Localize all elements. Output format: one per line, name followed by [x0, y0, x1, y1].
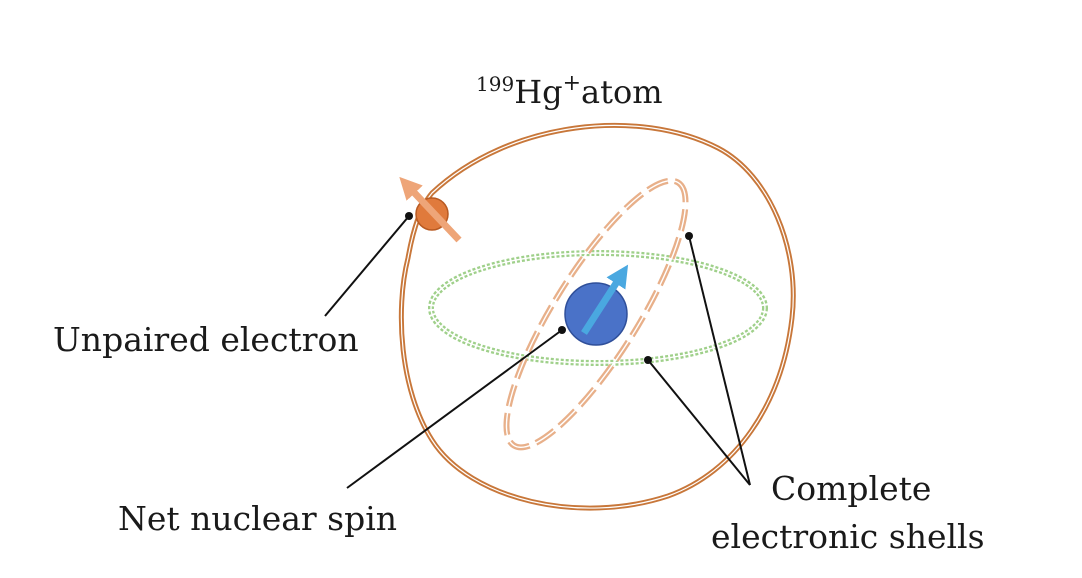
leader-shell-green: [647, 359, 751, 486]
atom-boundary: [398, 122, 796, 511]
nuclear-spin-arrow: [581, 264, 629, 335]
label-complete-shells-line1: Complete: [771, 469, 931, 508]
electron-shell-tilted: [503, 177, 689, 451]
atom-title: 199Hg+atom: [476, 71, 663, 111]
isotope-number: 199: [476, 72, 514, 96]
leader-dots: [405, 212, 693, 364]
leader-lines: [324, 215, 751, 489]
electron-shell-horizontal: [428, 250, 768, 366]
title-suffix: atom: [581, 73, 663, 111]
element-symbol: Hg: [514, 73, 562, 111]
label-unpaired-electron: Unpaired electron: [53, 320, 359, 359]
electron-spin-arrow: [399, 176, 462, 243]
label-complete-shells-line2: electronic shells: [711, 517, 985, 556]
leader-nucleus: [346, 329, 563, 489]
label-net-nuclear-spin: Net nuclear spin: [118, 499, 397, 538]
leader-shell-orange: [688, 235, 751, 486]
leader-electron: [324, 215, 410, 317]
charge-sign: +: [563, 71, 581, 96]
